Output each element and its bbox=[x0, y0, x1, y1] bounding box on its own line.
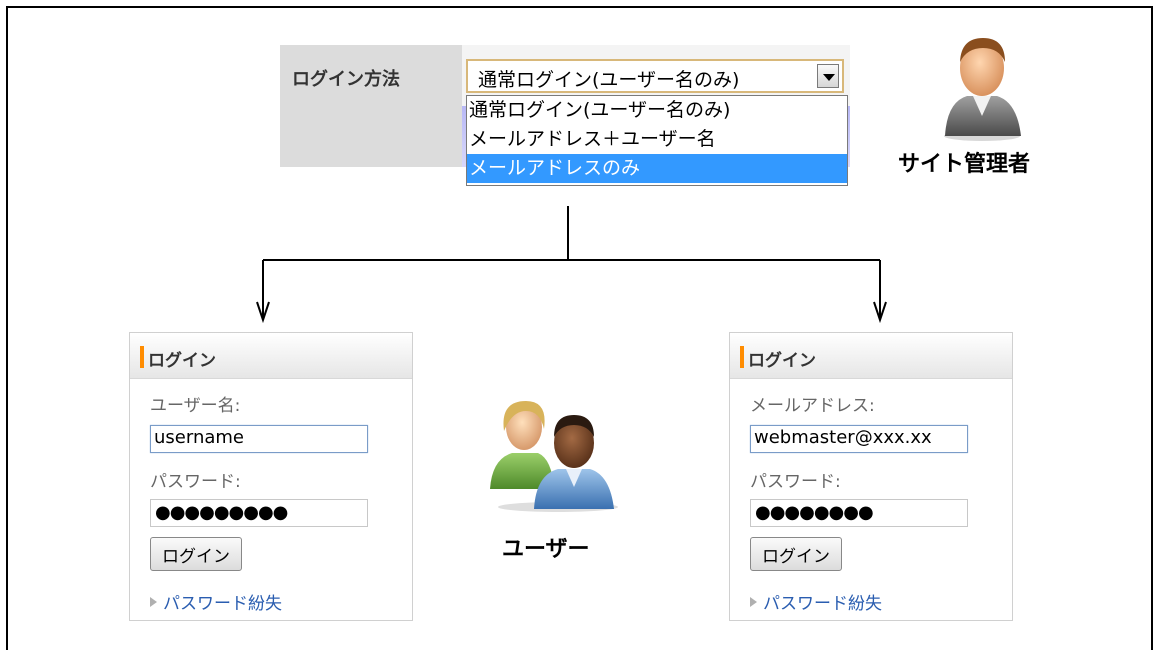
settings-lower-left-cell bbox=[280, 106, 462, 167]
option-normal-login[interactable]: 通常ログイン(ユーザー名のみ) bbox=[469, 99, 731, 121]
admin-label: サイト管理者 bbox=[898, 152, 1031, 177]
login-method-selected-value: 通常ログイン(ユーザー名のみ) bbox=[478, 69, 740, 91]
login-box-title: ログイン bbox=[148, 351, 216, 371]
login-box-header: ログイン bbox=[730, 333, 1012, 379]
login-method-options: 通常ログイン(ユーザー名のみ) メールアドレス＋ユーザー名 メールアドレスのみ bbox=[466, 95, 848, 186]
login-method-select[interactable]: 通常ログイン(ユーザー名のみ) bbox=[466, 59, 844, 93]
login-box-username: ログイン ユーザー名: username パスワード: ●●●●●●●●● ログ… bbox=[129, 332, 413, 621]
password-label: パスワード: bbox=[150, 472, 241, 492]
diagram-frame bbox=[6, 6, 1153, 650]
chevron-down-icon[interactable] bbox=[817, 64, 839, 88]
username-input[interactable]: username bbox=[150, 425, 368, 453]
login-box-email: ログイン メールアドレス: webmaster@xxx.xx パスワード: ●●… bbox=[729, 332, 1013, 621]
lost-password-link[interactable]: パスワード紛失 bbox=[150, 589, 282, 614]
lost-password-text[interactable]: パスワード紛失 bbox=[763, 594, 882, 614]
lost-password-link[interactable]: パスワード紛失 bbox=[750, 589, 882, 614]
header-accent-bar bbox=[740, 346, 744, 368]
login-method-settings: ログイン方法 通常ログイン(ユーザー名のみ) 通常ログイン(ユーザー名のみ) メ… bbox=[280, 45, 850, 186]
password-input[interactable]: ●●●●●●●● bbox=[750, 499, 968, 527]
users-group-icon bbox=[490, 401, 618, 512]
option-email-and-username[interactable]: メールアドレス＋ユーザー名 bbox=[469, 128, 716, 150]
users-label: ユーザー bbox=[502, 537, 590, 562]
login-button[interactable]: ログイン bbox=[750, 537, 842, 571]
login-box-header: ログイン bbox=[130, 333, 412, 379]
email-input[interactable]: webmaster@xxx.xx bbox=[750, 425, 968, 453]
login-method-label: ログイン方法 bbox=[280, 45, 462, 106]
option-email-only[interactable]: メールアドレスのみ bbox=[467, 154, 847, 183]
login-box-title: ログイン bbox=[748, 351, 816, 371]
password-label: パスワード: bbox=[750, 472, 841, 492]
login-button[interactable]: ログイン bbox=[150, 537, 242, 571]
header-accent-bar bbox=[140, 346, 144, 368]
email-label: メールアドレス: bbox=[750, 396, 875, 416]
triangle-right-icon bbox=[150, 597, 157, 607]
admin-person-icon bbox=[944, 38, 1021, 141]
lost-password-text[interactable]: パスワード紛失 bbox=[163, 594, 282, 614]
password-input[interactable]: ●●●●●●●●● bbox=[150, 499, 368, 527]
triangle-right-icon bbox=[750, 597, 757, 607]
username-label: ユーザー名: bbox=[150, 396, 241, 416]
